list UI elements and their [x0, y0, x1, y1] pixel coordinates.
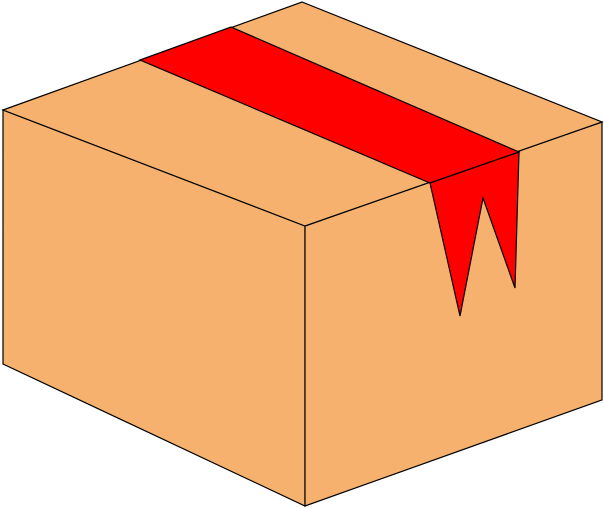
- tape-side-flap: [429, 151, 520, 317]
